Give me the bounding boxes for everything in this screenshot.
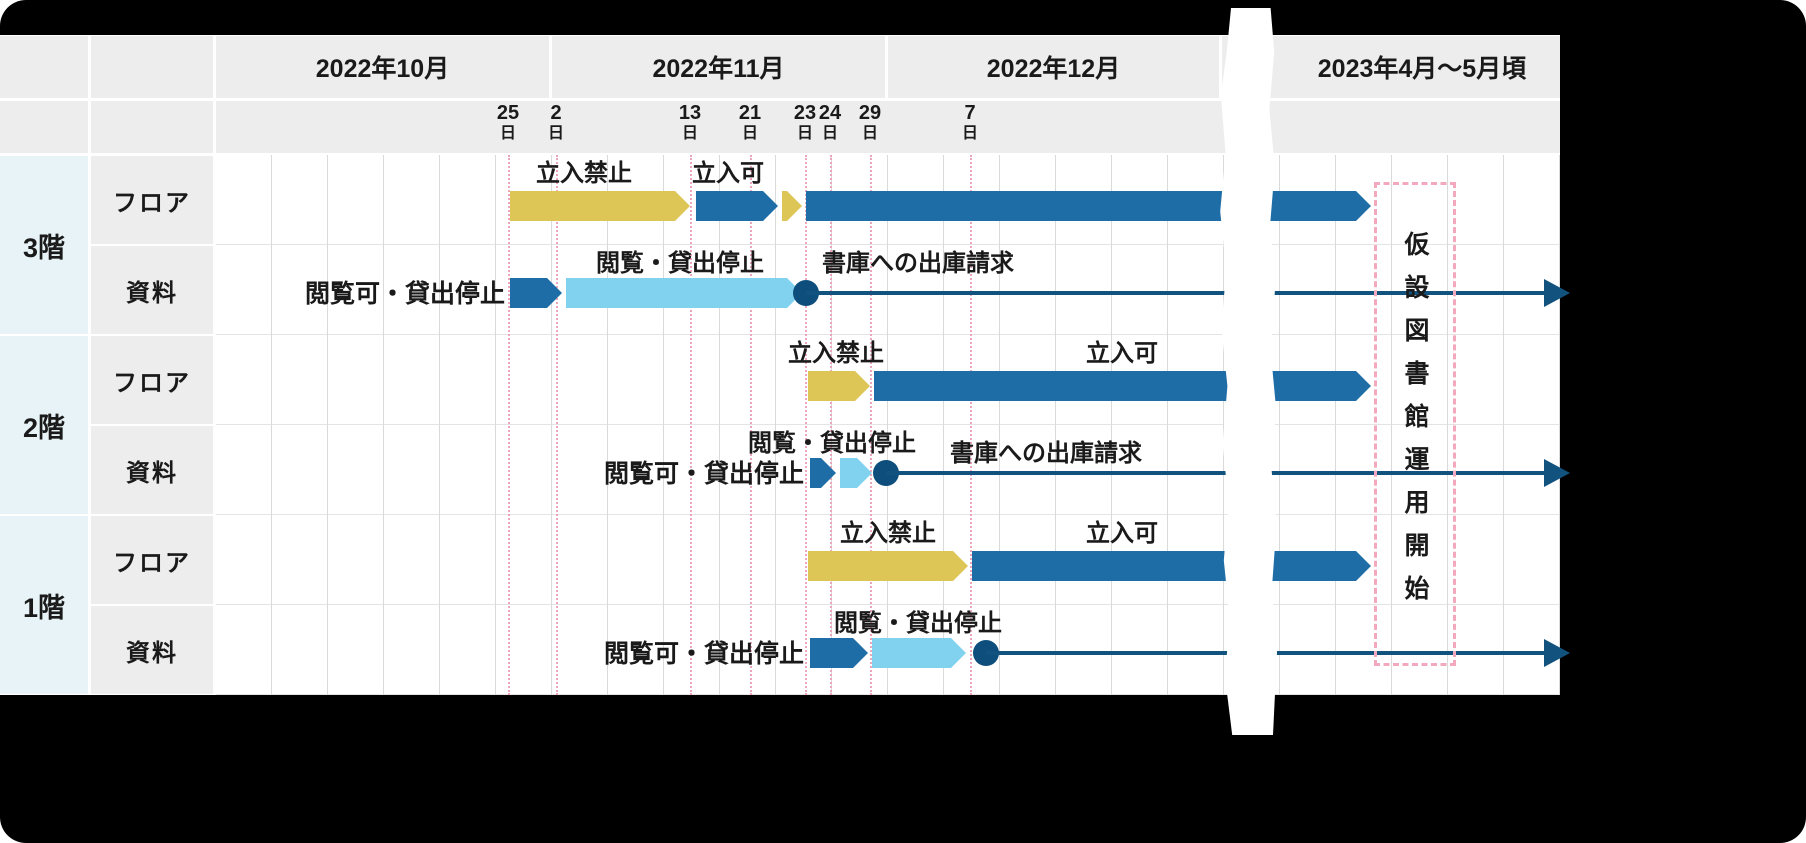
request-timeline-2f <box>886 471 1546 475</box>
month-header-apr-may-2023: 2023年4月〜5月頃 <box>1222 36 1560 98</box>
floor-label-1f: 1階 <box>0 516 88 694</box>
floor-label-3f: 3階 <box>0 156 88 334</box>
request-timeline-3f <box>806 291 1546 295</box>
label-2f-entry-allowed: 立入可 <box>1086 340 1158 367</box>
bar-2f-floor-no-entry <box>808 371 870 401</box>
gridline-nov-21 <box>750 155 752 695</box>
gridline-nov-13 <box>690 155 692 695</box>
gridline-oct-25 <box>508 155 510 695</box>
label-3f-viewing-lending-stopped: 閲覧・貸出停止 <box>596 250 764 277</box>
gridline-nov-24 <box>830 155 832 695</box>
month-header-dec-2022: 2022年12月 <box>888 36 1219 98</box>
gridline-nov-29 <box>870 155 872 695</box>
month-header-oct-2022: 2022年10月 <box>216 36 549 98</box>
month-header-nov-2022: 2022年11月 <box>552 36 885 98</box>
header-blank-floor-col <box>0 36 88 98</box>
floor-label-2f: 2階 <box>0 336 88 514</box>
row-label-2f-floor: フロア <box>91 336 213 424</box>
gridline-nov-2 <box>556 155 558 695</box>
label-3f-stack-retrieval: 書庫への出庫請求 <box>822 250 1014 277</box>
label-1f-viewing-lending-stopped: 閲覧・貸出停止 <box>834 610 1002 637</box>
bar-1f-material-viewing-lending-stopped <box>872 638 966 668</box>
row-label-1f-floor: フロア <box>91 516 213 604</box>
date-row-blank-type-col <box>91 101 213 153</box>
bar-2f-floor-entry-ok <box>874 371 1371 401</box>
label-3f-viewing-ok-lending-stopped: 閲覧可・貸出停止 <box>304 280 505 308</box>
row-label-1f-material: 資料 <box>91 606 213 694</box>
temporary-library-callout-text: 仮設図書館運用開始 <box>1401 230 1429 618</box>
bar-3f-material-viewing-lending-stopped <box>566 278 802 308</box>
date-row-blank-floor-col <box>0 101 88 153</box>
timeline-break <box>1220 8 1278 735</box>
label-1f-entry-allowed: 立入可 <box>1086 520 1158 547</box>
label-2f-no-entry: 立入禁止 <box>788 340 884 367</box>
bar-1f-floor-entry-ok <box>972 551 1371 581</box>
temporary-library-callout: 仮設図書館運用開始 <box>1374 182 1456 666</box>
row-label-2f-material: 資料 <box>91 426 213 514</box>
bar-3f-floor-entry-ok <box>696 191 778 221</box>
label-1f-viewing-ok-lending-stopped: 閲覧可・貸出停止 <box>603 640 804 668</box>
label-2f-stack-retrieval: 書庫への出庫請求 <box>950 440 1142 467</box>
row-label-3f-material: 資料 <box>91 246 213 334</box>
label-3f-no-entry: 立入禁止 <box>536 160 632 187</box>
bar-3f-floor-entry-ok-long <box>806 191 1371 221</box>
bar-1f-floor-no-entry <box>808 551 968 581</box>
label-2f-viewing-ok-lending-stopped: 閲覧可・貸出停止 <box>603 460 804 488</box>
date-row-band <box>216 101 1560 153</box>
label-2f-viewing-lending-stopped: 閲覧・貸出停止 <box>748 430 916 457</box>
bar-3f-floor-no-entry <box>510 191 690 221</box>
row-label-3f-floor: フロア <box>91 156 213 244</box>
label-3f-entry-allowed: 立入可 <box>692 160 764 187</box>
label-1f-no-entry: 立入禁止 <box>840 520 936 547</box>
gridline-nov-23 <box>805 155 807 695</box>
gridline-dec-7 <box>970 155 972 695</box>
header-blank-type-col <box>91 36 213 98</box>
timeline-grid <box>216 155 1560 695</box>
